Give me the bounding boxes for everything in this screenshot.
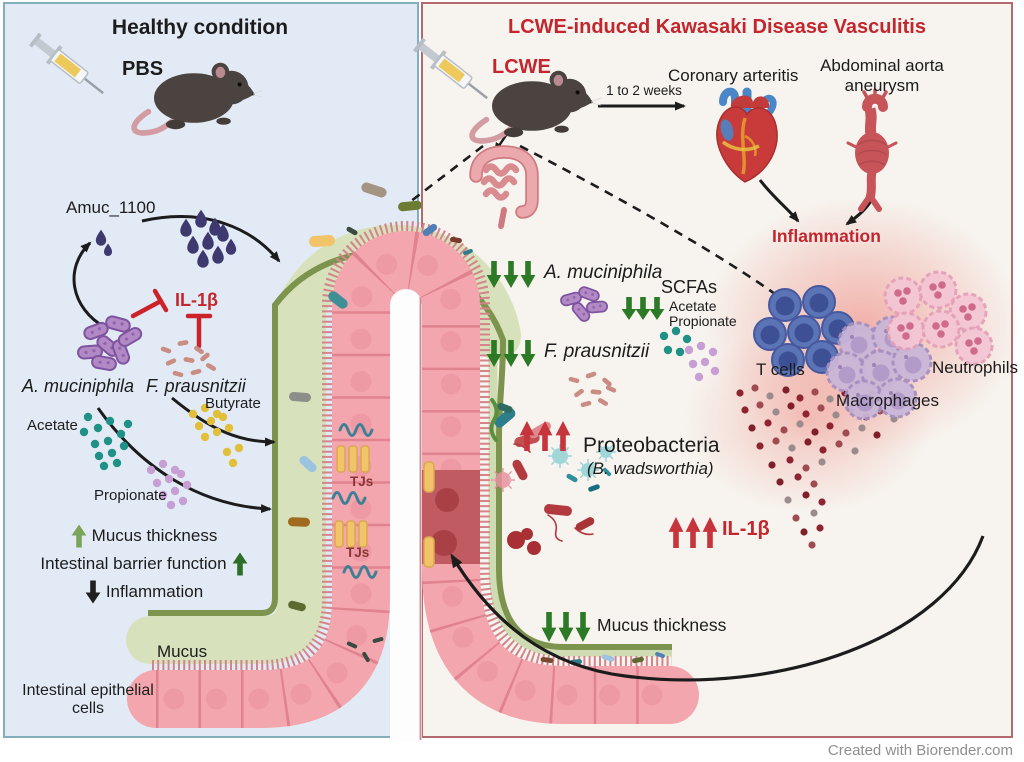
down-arrow-icon — [520, 340, 536, 367]
butyrate-label: Butyrate — [205, 395, 261, 412]
up-arrow-icon — [519, 421, 535, 451]
heart-icon — [716, 87, 778, 183]
inhibition-icons — [130, 288, 213, 349]
mucus-label: Mucus — [157, 642, 208, 661]
up-arrow-icon — [685, 517, 701, 548]
scfa-propionate-label: Propionate — [669, 313, 737, 329]
mucus-thickness-label-right: Mucus thickness — [597, 615, 727, 635]
epithelial-cells — [127, 231, 699, 728]
down-arrow-icon — [85, 580, 101, 604]
magnify-dashed-lines — [401, 144, 791, 307]
propionate-label: Propionate — [94, 487, 167, 504]
up-arrow-icon — [555, 421, 571, 451]
syringe-icon-lcwe — [412, 37, 488, 100]
down-arrow-icon — [541, 612, 557, 642]
intestinal-wall — [126, 182, 699, 742]
b-wadsworthia-label: (B. wadsworthia) — [587, 459, 714, 478]
up-arrow-icon — [668, 517, 684, 548]
trend-arrow-icons — [486, 261, 718, 642]
aorta-icon — [846, 88, 898, 212]
t-cells-label: T cells — [756, 360, 805, 379]
down-arrow-icon — [621, 297, 637, 320]
mucin-squiggles — [331, 423, 378, 579]
epithelial-cells-label: Intestinal epithelial cells — [22, 682, 154, 718]
down-arrow-icon — [520, 261, 536, 288]
gut-lumen — [390, 289, 422, 742]
mucus-bacteria-icons — [288, 182, 665, 665]
f-prausnitzii-label-left: F. prausnitzii — [146, 376, 246, 396]
tjs-label-2: TJs — [346, 545, 370, 560]
down-arrow-icon — [635, 297, 651, 320]
damaged-nuclei — [431, 488, 459, 556]
scfa-molecule-dots — [79, 326, 720, 510]
effect-label: Mucus thickness — [91, 526, 218, 545]
tjs-label-1: TJs — [350, 474, 374, 489]
epithelial-nuclei — [163, 253, 663, 710]
amuc-1100-label: Amuc_1100 — [66, 198, 156, 217]
a-muciniphila-bacteria-icons — [77, 286, 609, 372]
f-prausnitzii-label-right: F. prausnitzii — [544, 341, 650, 362]
syringe-icon-pbs — [28, 32, 104, 95]
effect-line: Intestinal barrier function — [18, 550, 270, 578]
lcwe-label: LCWE — [492, 56, 551, 78]
up-arrow-icon — [232, 552, 247, 576]
inflammation-label: Inflammation — [772, 226, 881, 246]
effect-line: Inflammation — [18, 578, 270, 606]
effect-line: Mucus thickness — [18, 522, 270, 550]
macrophages-label: Macrophages — [836, 391, 940, 410]
f-prausnitzii-bacteria-icons — [160, 340, 617, 408]
abdominal-aneurysm-label: Abdominal aorta aneurysm — [820, 56, 944, 95]
intestine-icon — [469, 145, 539, 229]
biorender-credit: Created with Biorender.com — [827, 742, 1013, 759]
tight-junctions — [334, 445, 435, 568]
down-arrow-icon — [575, 612, 591, 642]
mucus-layer-thin — [488, 340, 672, 657]
immune-cell-icons — [753, 270, 994, 421]
down-arrow-icon — [486, 261, 502, 288]
coronary-arteritis-label: Coronary arteritis — [668, 66, 799, 85]
a-muciniphila-label-right: A. muciniphila — [544, 262, 663, 283]
proteobacteria-label: Proteobacteria — [583, 434, 720, 457]
effect-label: Inflammation — [105, 582, 204, 601]
amuc-protein-droplet-icons — [95, 209, 237, 268]
a-muciniphila-label-left: A. muciniphila — [22, 376, 135, 396]
disease-title: LCWE-induced Kawasaki Disease Vasculitis — [508, 16, 926, 38]
timeline-label: 1 to 2 weeks — [606, 83, 682, 98]
mouse-icon-lcwe — [469, 70, 601, 144]
down-arrow-icon — [649, 297, 665, 320]
flow-arrows — [72, 101, 985, 682]
healthy-title: Healthy condition — [111, 16, 289, 39]
up-arrow-icon — [71, 524, 87, 548]
il1b-label-left: IL-1β — [175, 290, 218, 310]
up-arrow-icon — [702, 517, 718, 548]
mouse-icon-healthy — [131, 62, 263, 136]
scfas-label: SCFAs — [661, 277, 718, 297]
acetate-label: Acetate — [27, 417, 78, 434]
neutrophils-label: Neutrophils — [932, 358, 1018, 377]
scfa-acetate-label: Acetate — [669, 298, 717, 314]
effect-label: Intestinal barrier function — [40, 554, 227, 573]
down-arrow-icon — [486, 340, 502, 367]
down-arrow-icon — [558, 612, 574, 642]
up-arrow-icon — [537, 421, 553, 451]
microvilli-brush-border — [152, 221, 672, 672]
pbs-label: PBS — [122, 58, 164, 80]
down-arrow-icon — [503, 340, 519, 367]
down-arrow-icon — [503, 261, 519, 288]
il1b-label-right: IL-1β — [722, 518, 770, 540]
